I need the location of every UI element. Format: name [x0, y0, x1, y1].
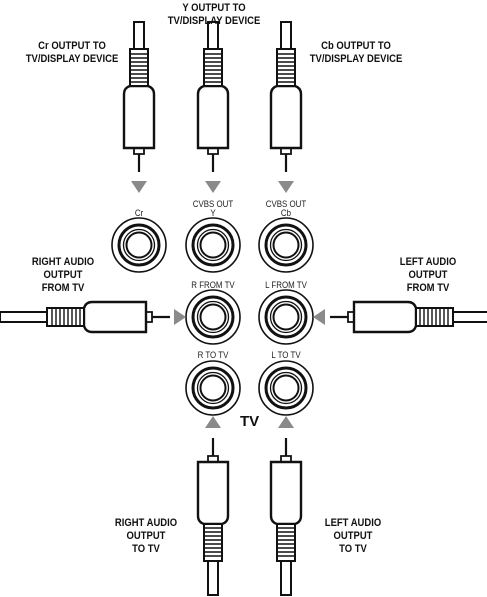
- arrow-up-icon: [205, 416, 221, 428]
- tv-label: TV: [240, 413, 260, 430]
- left-audio-from-tv-label: LEFT AUDIO OUTPUT FROM TV: [399, 256, 457, 294]
- y-output-label: Y OUTPUT TO TV/DISPLAY DEVICE: [167, 2, 261, 27]
- arrow-up-icon: [278, 416, 294, 428]
- cvbs-out-label: CVBS OUT: [192, 199, 234, 209]
- cr-jack: [110, 216, 168, 274]
- l-from-tv-jack: [257, 288, 315, 346]
- left-audio-from-tv-plug: [328, 300, 487, 334]
- arrow-down-icon: [278, 181, 294, 193]
- left-audio-to-tv-label: LEFT AUDIO OUTPUT TO TV: [324, 517, 382, 555]
- arrow-right-icon: [174, 309, 186, 325]
- r-from-tv-jack: [184, 288, 242, 346]
- l-to-tv-label: L TO TV: [271, 350, 301, 360]
- cb-jack-label: Cb: [280, 208, 292, 218]
- y-plug: [196, 20, 230, 174]
- right-audio-to-tv-label: RIGHT AUDIO OUTPUT TO TV: [114, 517, 178, 555]
- cb-output-label: Cb OUTPUT TO TV/DISPLAY DEVICE: [309, 40, 403, 65]
- cr-output-label: Cr OUTPUT TO TV/DISPLAY DEVICE: [25, 40, 119, 65]
- right-audio-from-tv-plug: [0, 300, 172, 334]
- y-jack-label: Y: [210, 208, 216, 218]
- r-to-tv-label: R TO TV: [197, 350, 229, 360]
- y-jack: [184, 216, 242, 274]
- r-to-tv-jack: [184, 359, 242, 417]
- arrow-left-icon: [313, 309, 325, 325]
- right-audio-from-tv-label: RIGHT AUDIO OUTPUT FROM TV: [31, 256, 95, 294]
- cb-jack: [257, 216, 315, 274]
- left-audio-to-tv-plug: [269, 436, 303, 597]
- cvbs-out-label: CVBS OUT: [265, 199, 307, 209]
- right-audio-to-tv-plug: [196, 436, 230, 597]
- l-from-tv-label: L FROM TV: [265, 280, 307, 290]
- l-to-tv-jack: [257, 359, 315, 417]
- arrow-down-icon: [131, 181, 147, 193]
- cr-jack-label: Cr: [134, 208, 144, 218]
- arrow-down-icon: [205, 181, 221, 193]
- r-from-tv-label: R FROM TV: [191, 280, 235, 290]
